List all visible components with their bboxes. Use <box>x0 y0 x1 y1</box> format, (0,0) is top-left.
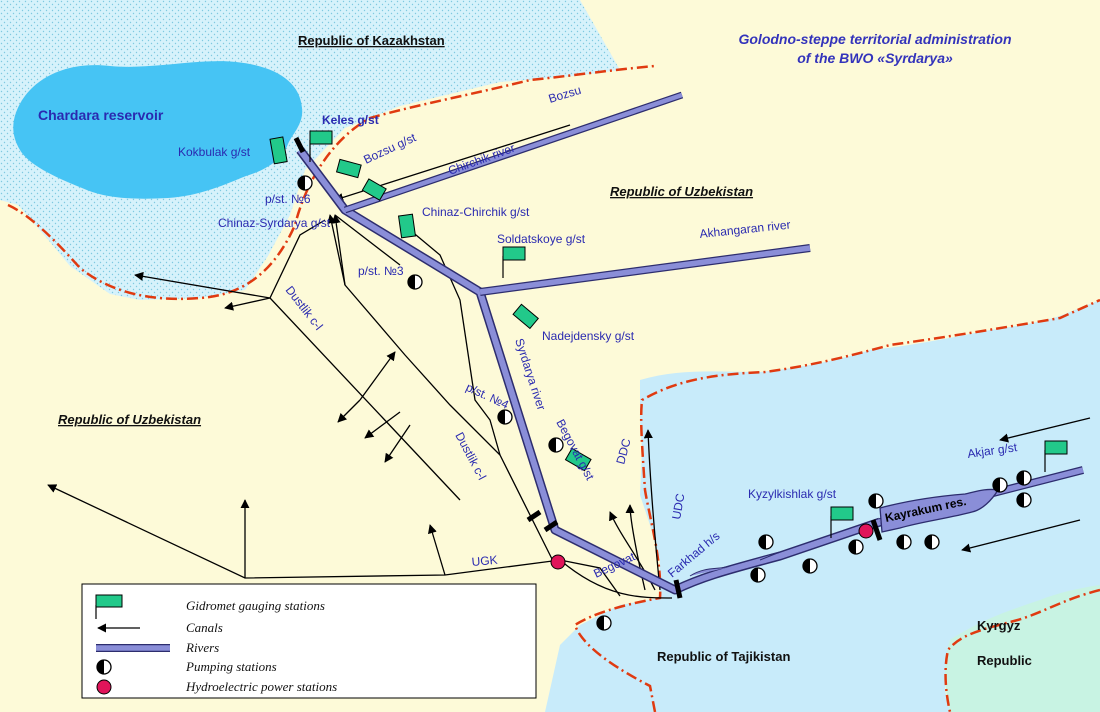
map-title-line1: Golodno-steppe territorial administratio… <box>738 31 1011 47</box>
label-ddc: DDC <box>613 437 633 466</box>
flag-icon <box>830 506 854 538</box>
flag-icon <box>397 213 417 239</box>
flag-icon <box>269 136 288 165</box>
chardara-reservoir <box>13 61 303 199</box>
flag-icon <box>335 158 362 179</box>
hydro-station-icon <box>550 554 566 570</box>
label-kyrgyz-1: Kyrgyz <box>977 618 1021 633</box>
flag-icon <box>1044 440 1068 472</box>
label-kazakhstan: Republic of Kazakhstan <box>298 33 445 48</box>
label-keles: Keles g/st <box>322 113 379 127</box>
legend-gauging: Gidromet gauging stations <box>186 598 325 613</box>
label-pst3: p/st. №3 <box>358 264 404 278</box>
flag-icon <box>564 447 592 472</box>
label-nadejdensky: Nadejdensky g/st <box>542 329 635 343</box>
hydro-station-icon <box>858 523 874 539</box>
label-chinaz-chirchik: Chinaz-Chirchik g/st <box>422 205 530 219</box>
legend-hydro-icon <box>96 679 112 695</box>
legend-canals: Canals <box>186 620 223 635</box>
flag-icon <box>361 178 387 201</box>
label-udc: UDC <box>669 492 687 520</box>
flag-icon <box>512 303 539 330</box>
label-ugk: UGK <box>471 553 498 569</box>
label-chardara: Chardara reservoir <box>38 107 164 123</box>
canal-network <box>47 124 1091 599</box>
legend-rivers: Rivers <box>185 640 219 655</box>
label-kyzylkishlak: Kyzylkishlak g/st <box>748 487 837 501</box>
label-pst6: p/st. №6 <box>265 192 311 206</box>
national-borders <box>7 64 1100 712</box>
legend: Gidromet gauging stations Canals Rivers … <box>81 583 537 699</box>
legend-flag-icon <box>95 594 123 619</box>
map-title-line2: of the BWO «Syrdarya» <box>797 50 953 66</box>
label-tajikistan: Republic of Tajikistan <box>657 649 790 664</box>
label-kokbulak: Kokbulak g/st <box>178 145 251 159</box>
label-akjar: Akjar g/st <box>966 440 1018 461</box>
legend-pumping: Pumping stations <box>185 659 277 674</box>
label-chinaz-syrdarya: Chinaz-Syrdarya g/st <box>218 216 331 230</box>
legend-pump-icon <box>96 659 112 675</box>
legend-hydro: Hydroelectric power stations <box>185 679 337 694</box>
tajikistan-region <box>545 300 1100 712</box>
label-kyrgyz-2: Republic <box>977 653 1032 668</box>
label-soldatskoye: Soldatskoye g/st <box>497 232 586 246</box>
label-uzbekistan-west: Republic of Uzbekistan <box>58 412 201 427</box>
gauging-stations <box>269 130 1068 538</box>
kyrgyz-region <box>945 585 1100 712</box>
dams <box>293 136 883 599</box>
label-uzbekistan-north: Republic of Uzbekistan <box>610 184 753 199</box>
